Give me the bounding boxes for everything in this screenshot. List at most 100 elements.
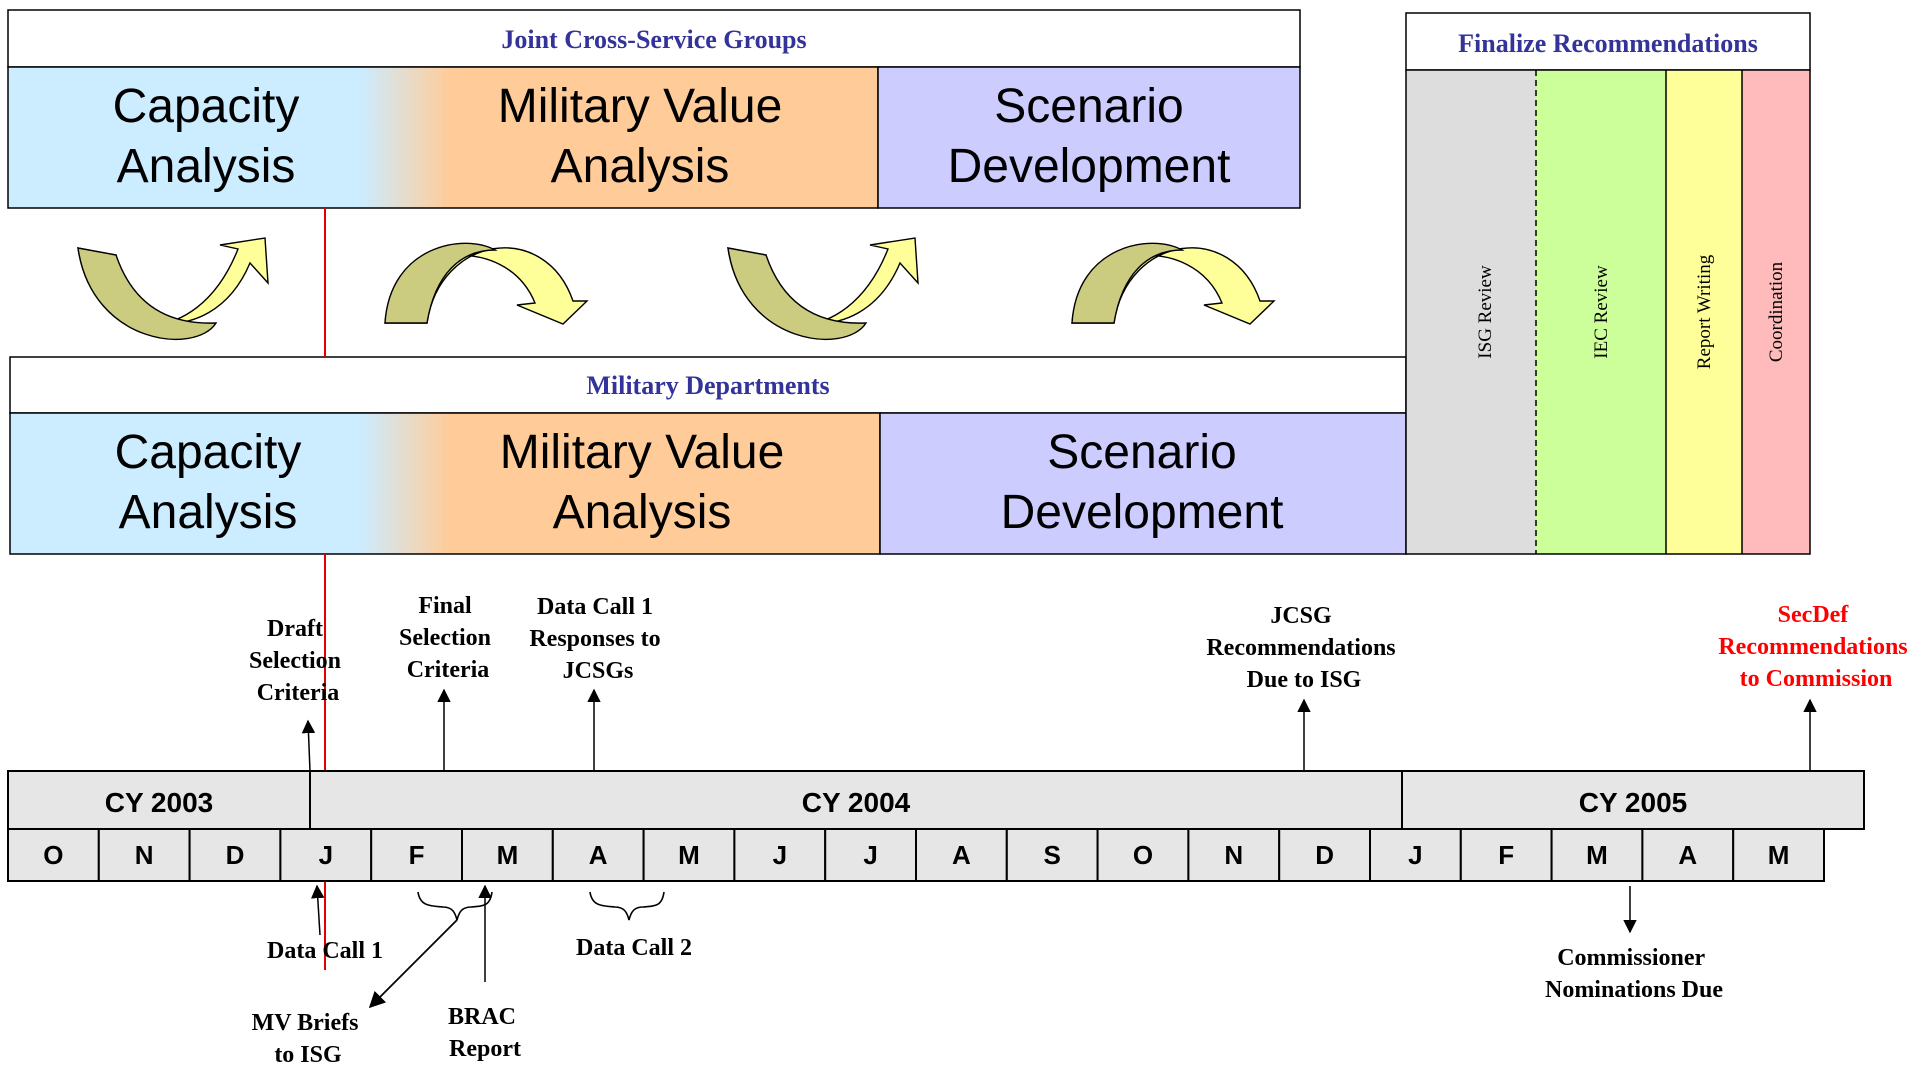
data-call-2-brace (589, 891, 665, 921)
month-label: J (863, 840, 877, 870)
month-label: J (319, 840, 333, 870)
jcsg-title: Joint Cross-Service Groups (501, 25, 806, 54)
report-writing-label: Report Writing (1694, 254, 1715, 369)
mildep-military-value-line2: Analysis (553, 486, 732, 539)
jcsg-scenario-box (877, 66, 1301, 209)
coordination-column (1742, 70, 1810, 554)
data-call-1-arrow (311, 884, 325, 936)
month-cell (551, 828, 645, 882)
jcsg-title-box (7, 9, 1301, 68)
mildep-title: Military Departments (586, 371, 829, 400)
month-label: D (1315, 840, 1334, 870)
finalize-title: Finalize Recommendations (1458, 29, 1758, 58)
mildep-scenario-line1: Scenario (1047, 426, 1236, 479)
draft-selection-criteria-label: Draft Selection Criteria (249, 616, 347, 706)
commissioner-nominations-label: Commissioner Nominations Due (1545, 945, 1723, 1003)
month-label: M (1768, 840, 1790, 870)
month-cell (461, 828, 554, 882)
month-cell (915, 828, 1008, 882)
iec-review-label: IEC Review (1591, 265, 1612, 359)
jcsg-recommendations-label: JCSG Recommendations Due to ISG (1206, 603, 1401, 693)
curved-down-arrow-icon (1071, 242, 1276, 325)
timeline: CY 2003 CY 2004 CY 2005 O N D J F M A M J J A S O N D J… (7, 770, 1865, 882)
mildep-title-box (9, 356, 1407, 414)
month-label: N (135, 840, 154, 870)
month-cell (1732, 828, 1825, 882)
month-cell (1641, 828, 1735, 882)
jcsg-military-value-line2: Analysis (551, 140, 730, 193)
month-cell (1096, 828, 1190, 882)
curved-down-arrow-icon (384, 242, 589, 325)
mildep-scenario-box (879, 412, 1407, 555)
mv-briefs-arrow (368, 919, 458, 1009)
month-cell (824, 828, 918, 882)
month-cell (1005, 828, 1099, 882)
month-cell (1369, 828, 1462, 882)
month-cell (1550, 828, 1644, 882)
curved-up-arrow-icon (77, 237, 269, 341)
events-below: Data Call 1 Data Call 2 MV Briefs to ISG… (252, 884, 1723, 1065)
month-label: A (952, 840, 971, 870)
month-label: A (589, 840, 608, 870)
year-label-2004: CY 2004 (802, 787, 911, 818)
final-selection-criteria-label: Final Selection Criteria (399, 593, 497, 683)
jcsg-military-value-line1: Military Value (498, 80, 783, 133)
month-label: J (1408, 840, 1422, 870)
mildep-military-value-line1: Military Value (500, 426, 785, 479)
report-writing-column (1666, 70, 1742, 554)
month-label: N (1224, 840, 1243, 870)
data-call-1-responses-label: Data Call 1 Responses to JCSGs (529, 594, 666, 684)
year-cell-2004 (309, 770, 1403, 830)
events-above: Draft Selection Criteria Final Selection… (249, 593, 1908, 772)
month-label: D (226, 840, 245, 870)
military-departments-section: Military Departments Capacity Analysis M… (9, 356, 1407, 555)
month-label: A (1678, 840, 1697, 870)
month-label: F (1498, 840, 1514, 870)
mildep-scenario-line2: Development (1001, 486, 1284, 539)
mv-briefs-label: MV Briefs to ISG (252, 1010, 365, 1065)
draft-criteria-arrow (301, 719, 316, 772)
jcsg-capacity-line2: Analysis (117, 140, 296, 193)
year-label-2005: CY 2005 (1579, 787, 1687, 818)
month-label: F (409, 840, 425, 870)
brac-report-label: BRAC Report (448, 1004, 522, 1062)
month-cell (188, 828, 282, 882)
finalize-section: Finalize Recommendations ISG Review IEC … (1405, 12, 1811, 555)
data-call-1-label: Data Call 1 (267, 938, 383, 964)
month-label: M (678, 840, 700, 870)
month-label: M (497, 840, 519, 870)
mildep-capacity-line2: Analysis (119, 486, 298, 539)
month-label: M (1586, 840, 1608, 870)
data-call-1-brace (417, 891, 493, 921)
jcsg-capacity-line1: Capacity (113, 80, 300, 133)
month-cell (733, 828, 827, 882)
isg-review-column (1406, 70, 1536, 554)
iec-review-column (1536, 70, 1666, 554)
year-label-2003: CY 2003 (105, 787, 213, 818)
curved-up-arrow-icon (727, 237, 919, 341)
month-cell (370, 828, 464, 882)
month-label: J (773, 840, 787, 870)
mildep-capacity-line1: Capacity (115, 426, 302, 479)
mildep-capacity-military-box (9, 412, 881, 555)
jcsg-scenario-line1: Scenario (994, 80, 1183, 133)
month-cell (642, 828, 736, 882)
jcsg-capacity-military-box (7, 66, 879, 209)
year-cell-2003 (7, 770, 311, 830)
data-call-2-label: Data Call 2 (576, 935, 692, 961)
coordination-label: Coordination (1766, 261, 1787, 362)
month-label: O (1133, 840, 1153, 870)
month-cell (1278, 828, 1371, 882)
month-cell (97, 828, 191, 882)
jcsg-section: Joint Cross-Service Groups Capacity Anal… (7, 9, 1301, 209)
exchange-arrows (77, 237, 1276, 341)
jcsg-scenario-line2: Development (948, 140, 1231, 193)
month-label: O (43, 840, 63, 870)
year-cell-2005 (1401, 770, 1865, 830)
finalize-columns-frame (1405, 69, 1811, 555)
month-label: S (1044, 840, 1061, 870)
month-cell (7, 828, 100, 882)
